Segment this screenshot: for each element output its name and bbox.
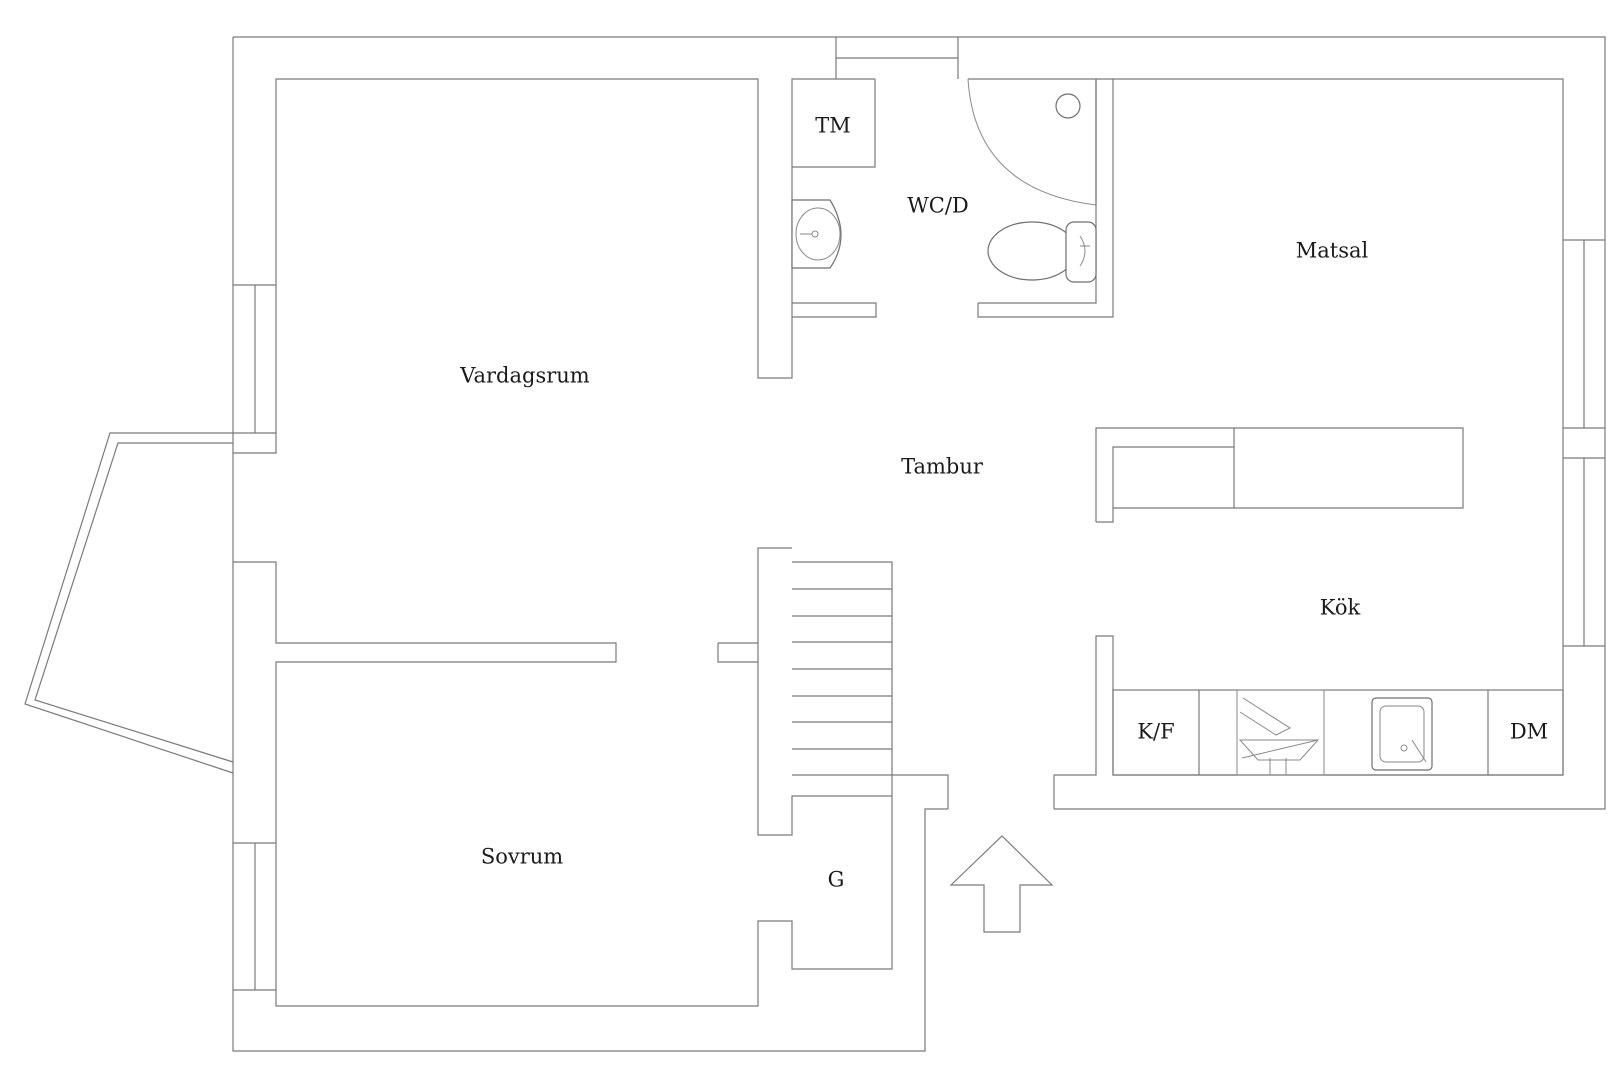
outer-walls xyxy=(232,36,1606,1052)
balcony xyxy=(24,432,234,774)
sink-icon xyxy=(791,199,842,269)
room-label-tambur: Tambur xyxy=(901,455,984,479)
kitchen-island xyxy=(1095,427,1464,523)
kitchen-counter xyxy=(1112,689,1564,776)
room-label-kok: Kök xyxy=(1320,596,1361,620)
entrance-arrow-icon xyxy=(949,835,1054,933)
shower-icon xyxy=(967,78,1097,206)
room-label-tm: TM xyxy=(815,114,851,138)
appliance-label-dm: DM xyxy=(1510,720,1548,744)
room-label-g: G xyxy=(828,868,845,892)
stair-icon xyxy=(792,561,893,776)
kitchen-sink-icon xyxy=(1371,697,1433,771)
stove-icon xyxy=(1236,689,1325,776)
room-label-wc: WC/D xyxy=(907,194,969,218)
appliance-label-kf: K/F xyxy=(1137,720,1174,744)
room-label-sovrum: Sovrum xyxy=(481,845,563,869)
room-label-vardagsrum: Vardagsrum xyxy=(459,364,590,388)
room-label-matsal: Matsal xyxy=(1296,239,1369,263)
toilet-icon xyxy=(987,221,1097,283)
interior-walls xyxy=(233,37,1605,1007)
